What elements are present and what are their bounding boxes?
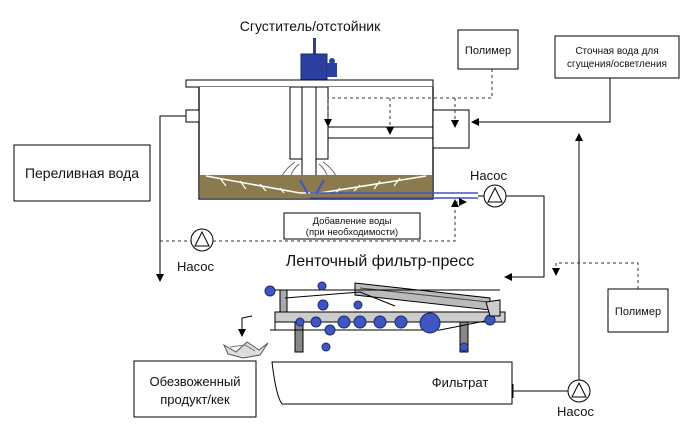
cake-box: Обезвоженный продукт/кек: [133, 360, 257, 418]
water-add-label-2: (при необходимости): [306, 227, 398, 238]
press-belt-upper: [284, 291, 396, 307]
mix-box: [432, 109, 470, 149]
roller: [459, 342, 469, 352]
roller: [264, 285, 276, 297]
thickener: Сгуститель/отстойник: [185, 18, 478, 200]
filtrate-label: Фильтрат: [432, 375, 489, 390]
water-add-label-1: Добавление воды: [313, 216, 392, 227]
roller: [310, 316, 322, 328]
motor-gearbox: [327, 63, 337, 77]
underflow-cone: [299, 179, 325, 195]
feed-hopper: [485, 299, 501, 317]
flow-lines: [156, 78, 611, 398]
overflow-line: [156, 115, 186, 282]
polymer-top-box: Полимер: [457, 29, 519, 70]
press-post-left: [279, 289, 288, 313]
press-frame: [274, 311, 506, 323]
pump-right: Насос: [470, 168, 507, 208]
press-leg-left: [294, 321, 304, 353]
press-rollers: [264, 281, 496, 352]
feed-flow-arcs: [281, 161, 337, 179]
roller: [353, 300, 363, 310]
bridge-plate: [185, 79, 434, 88]
polymer-top-label: Полимер: [465, 45, 511, 57]
roller: [321, 342, 331, 352]
pump-bottom-label: Насос: [557, 404, 594, 419]
roller: [394, 315, 408, 329]
roller: [324, 324, 336, 336]
underflow-pipe: [310, 192, 478, 199]
polymer-to-press: [552, 262, 639, 289]
water-add-box: Добавление воды (при необходимости): [283, 212, 421, 240]
wastewater-box: Сточная вода для сгущения/осветления: [554, 35, 680, 79]
wastewater-label-1: Сточная вода для: [575, 46, 658, 57]
roller: [373, 315, 387, 329]
motor-shaft-top: [313, 38, 316, 56]
center-shaft: [301, 86, 317, 183]
roller: [317, 281, 327, 291]
pump-left: Насос: [177, 228, 214, 274]
water-add-line: [213, 199, 459, 242]
overflow-outlet: [185, 109, 200, 123]
pump-right-label: Насос: [470, 168, 507, 183]
press-leg-right: [459, 321, 469, 353]
pump-left-label: Насос: [177, 259, 214, 274]
filtrate-tray: Фильтрат: [271, 361, 513, 405]
cake-label-1: Обезвоженный: [149, 374, 240, 389]
press-title: Ленточный фильтр-пресс: [286, 253, 475, 270]
cake-pile: [222, 341, 269, 359]
roller: [295, 317, 305, 327]
rake-blades: [219, 177, 401, 194]
wastewater-feed-line: [471, 78, 611, 126]
sludge-layer: [200, 175, 432, 198]
roller: [317, 299, 329, 311]
belt-filter-press: Ленточный фильтр-пресс: [264, 253, 506, 353]
dashed-lines: [160, 69, 639, 289]
wastewater-label-2: сгущения/осветления: [567, 59, 667, 70]
pump-bottom: Насос: [557, 379, 594, 419]
polymer-right-box: Полимер: [607, 288, 669, 333]
roller: [419, 312, 441, 334]
feed-pipe: [328, 126, 435, 139]
cake-label-2: продукт/кек: [160, 392, 230, 407]
overflow-label: Переливная вода: [25, 165, 139, 181]
roller: [353, 315, 367, 329]
sludge-to-press-line: [504, 195, 545, 281]
motor-cap: [329, 58, 335, 64]
polymer-to-feed: [324, 69, 493, 127]
roller: [337, 315, 351, 329]
motor: [300, 53, 328, 81]
gravity-zone: [354, 282, 491, 311]
overflow-box: Переливная вода: [13, 144, 151, 202]
polymer-right-label: Полимер: [615, 306, 661, 318]
cake-discharge-arrow: [238, 315, 253, 337]
thickener-title: Сгуститель/отстойник: [240, 18, 381, 34]
